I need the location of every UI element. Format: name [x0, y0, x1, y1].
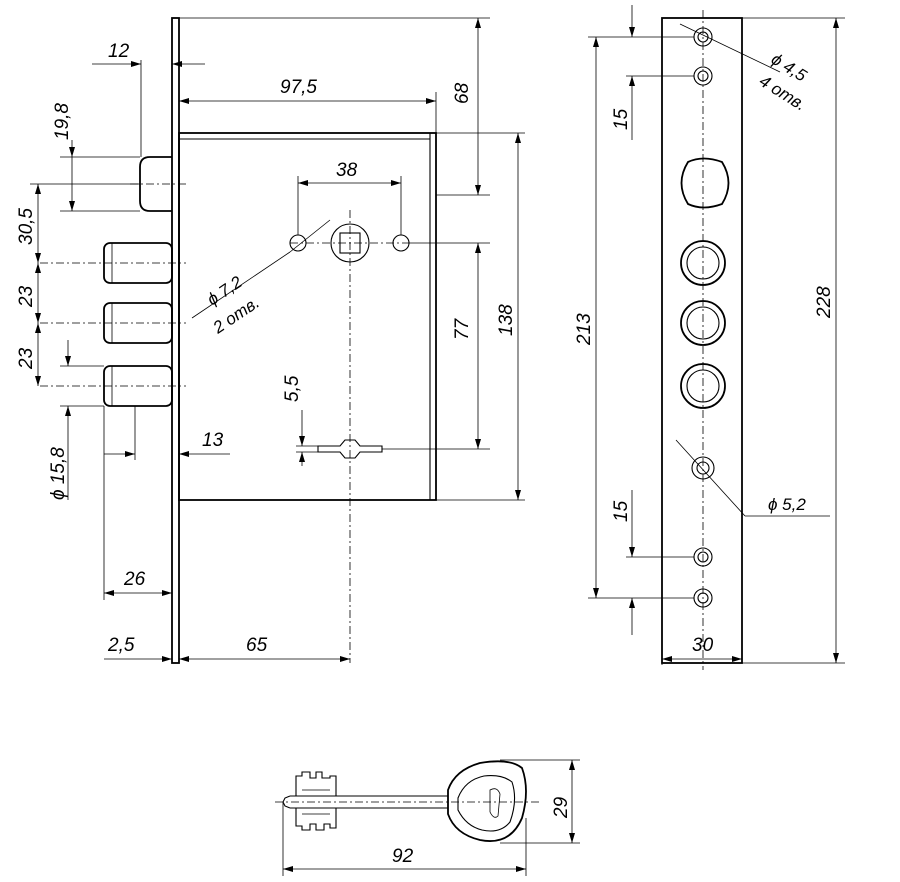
- dim-2-5: 2,5: [107, 635, 135, 656]
- dim-77: 77: [452, 317, 473, 340]
- dim-29: 29: [551, 796, 572, 819]
- dim-228: 228: [814, 286, 835, 319]
- dim-30-5: 30,5: [16, 208, 37, 245]
- dim-92: 92: [392, 846, 414, 867]
- key-head: [447, 760, 527, 842]
- front-view-dimensions: 12 97,5 68 19,8 30,5 23 23 38: [16, 17, 525, 662]
- key-drawing: 29 92: [275, 759, 580, 876]
- dim-13: 13: [202, 430, 224, 451]
- dim-65: 65: [246, 635, 268, 656]
- dim-15-top: 15: [611, 108, 632, 130]
- dim-138: 138: [496, 304, 517, 336]
- side-view-dimensions: 15 213 ϕ 4,5 4 отв. 228 15 ϕ 5,2 30: [574, 5, 845, 665]
- dim-19-8: 19,8: [52, 103, 73, 140]
- dead-bolts: [40, 242, 186, 407]
- dim-38: 38: [336, 160, 358, 181]
- lock-front-view: [40, 17, 437, 664]
- dim-12: 12: [108, 41, 130, 62]
- faceplate: [171, 17, 180, 664]
- faceplate-strip: [661, 17, 743, 664]
- dim-26: 26: [123, 569, 146, 590]
- faceplate-side-view: [661, 10, 743, 670]
- dim-5-5: 5,5: [282, 375, 303, 402]
- dim-30: 30: [692, 635, 714, 656]
- dim-15-8: ϕ 15,8: [48, 447, 69, 500]
- dim-68: 68: [452, 82, 473, 104]
- dim-97-5: 97,5: [280, 77, 317, 98]
- lock-case: [178, 132, 437, 501]
- dim-15-bottom: 15: [611, 500, 632, 522]
- dim-23-b: 23: [16, 347, 37, 370]
- dim-23-a: 23: [16, 285, 37, 308]
- key-bit: [295, 771, 337, 796]
- dim-5-2: ϕ 5,2: [768, 495, 806, 514]
- keyhole: [317, 439, 383, 459]
- dim-213: 213: [574, 313, 595, 346]
- latch-opening: [680, 157, 730, 209]
